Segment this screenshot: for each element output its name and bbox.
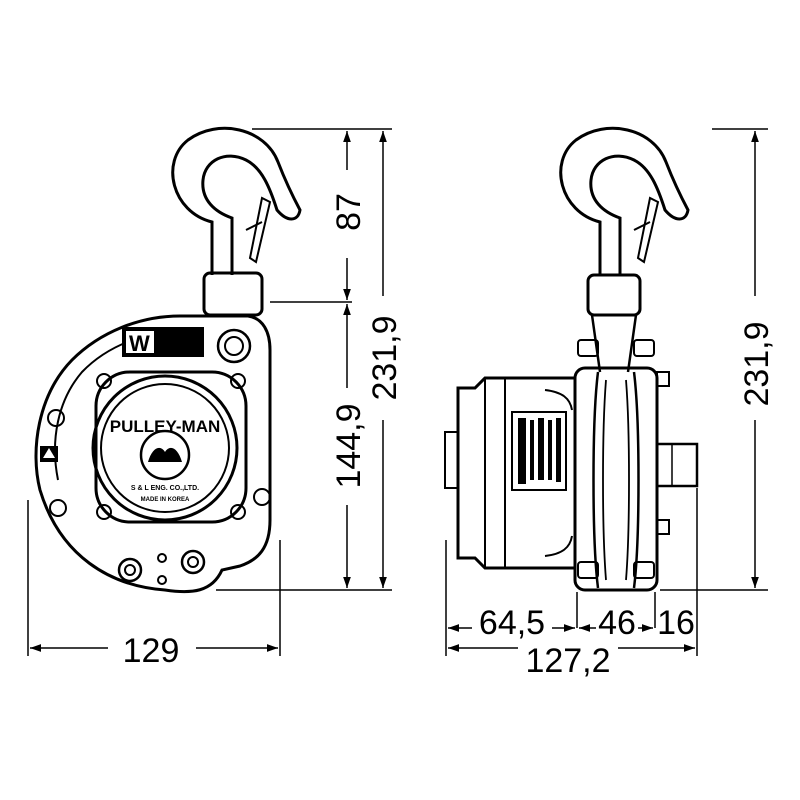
front-view: W PULLEY-MAN S & L ENG. CO.,LTD. MADE IN… bbox=[34, 126, 302, 594]
dim-body-height: 144,9 bbox=[330, 403, 368, 488]
dim-total-height-front: 231,9 bbox=[366, 315, 404, 400]
dim-sheave-width: 46 bbox=[598, 604, 636, 642]
dim-shaft-length: 16 bbox=[657, 604, 695, 642]
brand-badge: W bbox=[122, 327, 204, 357]
dim-total-height-side: 231,9 bbox=[738, 321, 776, 406]
side-swivel bbox=[586, 273, 642, 317]
front-swivel bbox=[202, 271, 264, 317]
dim-width: 129 bbox=[123, 632, 180, 670]
side-view bbox=[444, 126, 699, 592]
side-hook bbox=[559, 126, 690, 275]
plate-line-2: MADE IN KOREA bbox=[141, 497, 190, 503]
front-dimensions bbox=[27, 128, 392, 656]
front-hook bbox=[171, 126, 302, 275]
brand-label: PULLEY-MAN bbox=[110, 417, 221, 436]
front-housing bbox=[34, 314, 272, 594]
side-sheave bbox=[573, 366, 659, 592]
badge-letter: W bbox=[129, 331, 150, 356]
dim-hook-height: 87 bbox=[330, 193, 368, 231]
side-dimensions bbox=[445, 128, 768, 656]
side-shaft bbox=[655, 442, 699, 488]
motor-disc bbox=[91, 374, 239, 522]
plate-line-1: S & L ENG. CO.,LTD. bbox=[131, 485, 199, 492]
dim-overall-length: 127,2 bbox=[525, 642, 610, 680]
dim-motor-length: 64,5 bbox=[479, 604, 545, 642]
